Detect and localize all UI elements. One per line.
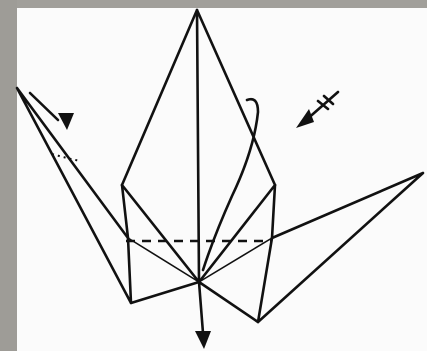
left-flap (17, 88, 199, 303)
bottom-arrow-shaft (199, 282, 203, 333)
body-right-diagonal (199, 185, 275, 282)
left-flap-inner-edge (30, 93, 58, 120)
left-flap-crease (128, 238, 199, 282)
bottom-arrow-head (195, 331, 211, 349)
lower-right-edge (258, 238, 272, 322)
lower-left-edge (128, 238, 131, 303)
body-left-diagonal (122, 185, 199, 282)
turn-over-arrow-icon (195, 282, 211, 349)
push-arrow-head (296, 109, 314, 128)
inside-reverse-fold-arrowhead-icon (58, 113, 74, 130)
push-in-arrow-icon (296, 92, 338, 128)
body-right-side (272, 185, 275, 238)
fold-direction-arrow (203, 99, 258, 270)
left-flap-outline (17, 88, 199, 303)
right-flap-crease (199, 238, 272, 282)
